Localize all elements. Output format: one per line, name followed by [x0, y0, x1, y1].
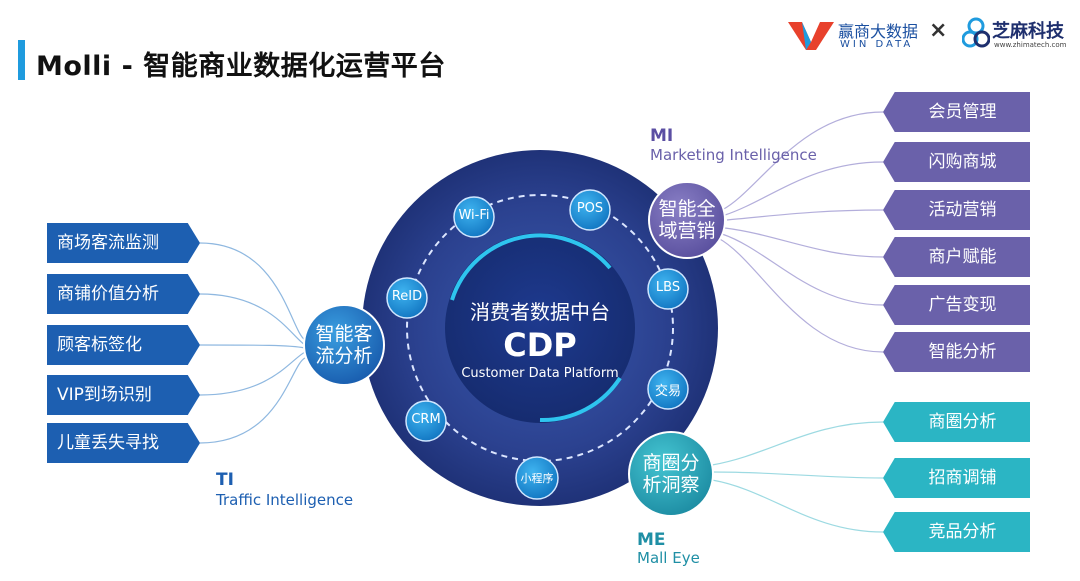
- win-data-logo-mark-icon: [788, 22, 834, 50]
- page-title: Molli - 智能商业数据化运营平台: [36, 51, 446, 82]
- me-full-label: Mall Eye: [637, 549, 700, 567]
- mi-item-1: 会员管理: [883, 92, 1030, 132]
- title-accent-bar: [18, 40, 25, 80]
- cyan-arc-bottom: [539, 376, 622, 423]
- ti-full-label: Traffic Intelligence: [216, 491, 354, 509]
- ti-item-1: 商场客流监测: [47, 223, 200, 263]
- node-reid-label: ReID: [391, 289, 423, 304]
- node-trade: [647, 368, 689, 410]
- node-crm-label: CRM: [411, 412, 441, 427]
- hub-me: [628, 431, 714, 517]
- mi-item-4: 商户赋能: [883, 237, 1030, 277]
- node-pos-label: POS: [576, 201, 604, 216]
- win-data-logo: 赢商大数据 WIN DATA: [788, 14, 918, 54]
- me-item-1: 商圈分析: [883, 402, 1030, 442]
- ti-item-2: 商铺价值分析: [47, 274, 200, 314]
- cdp-title-full: Customer Data Platform: [461, 366, 619, 381]
- node-crm: [405, 400, 447, 442]
- ti-item-4: VIP到场识别: [47, 375, 200, 415]
- node-pos: [569, 189, 611, 231]
- node-miniapp: [515, 456, 559, 500]
- ti-connector-lines: [199, 242, 306, 444]
- logo-separator: ×: [929, 18, 948, 43]
- dashed-orbit: [406, 194, 674, 462]
- mi-item-2: 闪购商城: [883, 142, 1030, 182]
- me-code-label: ME: [637, 530, 666, 550]
- cdp-title-abbr: CDP: [503, 326, 577, 364]
- inner-core: [445, 233, 635, 423]
- mi-connector-lines: [717, 111, 884, 353]
- ti-item-3: 顾客标签化: [47, 325, 200, 365]
- me-item-3: 竞品分析: [883, 512, 1030, 552]
- me-connector-lines: [711, 421, 884, 533]
- node-trade-label: 交易: [654, 384, 681, 399]
- node-wifi-label: Wi-Fi: [458, 208, 490, 223]
- node-lbs-label: LBS: [655, 280, 681, 295]
- hub-mi-label: 智能全 域营销: [658, 198, 716, 242]
- node-wifi: [453, 196, 495, 238]
- mi-code-label: MI: [650, 126, 674, 146]
- hub-ti-label: 智能客 流分析: [315, 323, 373, 367]
- hub-me-label: 商圈分 析洞察: [642, 452, 700, 496]
- cyan-arc-top: [450, 233, 612, 301]
- mi-item-6: 智能分析: [883, 332, 1030, 372]
- me-item-2: 招商调铺: [883, 458, 1030, 498]
- cdp-title-cn: 消费者数据中台: [470, 300, 610, 324]
- zhima-logo-mark-icon: [962, 17, 990, 48]
- hub-ti: [303, 304, 385, 386]
- hub-mi: [648, 181, 726, 259]
- mi-full-label: Marketing Intelligence: [650, 146, 817, 164]
- mi-item-5: 广告变现: [883, 285, 1030, 325]
- ti-item-5: 儿童丢失寻找: [47, 423, 200, 463]
- mi-item-3: 活动营销: [883, 190, 1030, 230]
- node-miniapp-label: 小程序: [520, 472, 554, 485]
- zhima-tech-logo: 芝麻科技 www.zhimatech.com: [962, 14, 1077, 54]
- ti-code-label: TI: [216, 470, 234, 490]
- node-reid: [386, 277, 428, 319]
- node-lbs: [647, 268, 689, 310]
